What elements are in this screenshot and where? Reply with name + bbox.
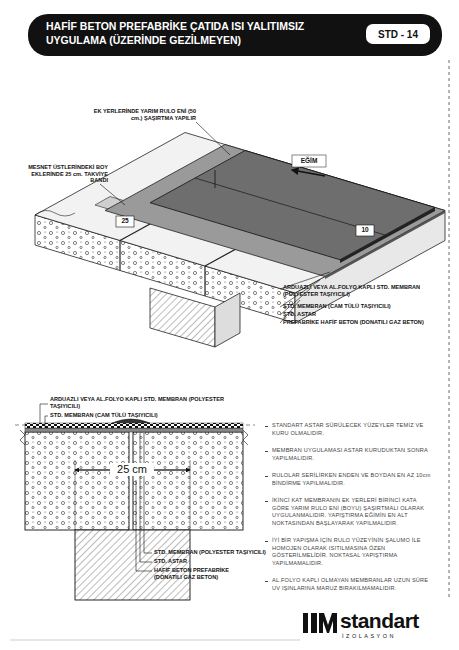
callout-label: EK YERLERİNDE YARIM RULO ENİ (50 cm.) ŞA… <box>88 108 196 121</box>
callout-label: PREFABRİKE HAFİF BETON (DONATILI GAZ BET… <box>283 319 443 326</box>
callout-label: EĞİM <box>293 157 325 165</box>
note-text: STANDART ASTAR SÜRÜLECEK YÜZEYLER TEMİZ … <box>272 422 432 437</box>
callout-label: MESNET ÜSTLERİNDEKİ BOY EKLERİNDE 25 cm.… <box>28 164 108 184</box>
dimension-label: 10 <box>356 226 374 234</box>
logo-text: İZOLASYON <box>342 633 432 640</box>
bullet-dash <box>265 541 268 542</box>
callout-label: STD. MEMBRAN (CAM TÜLÜ TAŞIYICILI) <box>283 303 443 310</box>
note-text: İYİ BİR YAPIŞMA İÇİN RULO YÜZEYİNİN ŞALU… <box>272 537 432 567</box>
callout-label: STD. MEMBRAN (CAM TÜLÜ TAŞIYICILI) <box>50 412 250 419</box>
note-text: İKİNCİ KAT MEMBRANIN EK YERLERİ BİRİNCİ … <box>272 497 432 527</box>
bullet-dash <box>265 426 268 427</box>
note-text: AL.FOLYO KAPLI OLMAYAN MEMBRANLAR UZUN S… <box>272 577 432 592</box>
callout-label: HAFİF BETON PREFABRİKE (DONATILI GAZ BET… <box>154 567 254 580</box>
title-text: HAFİF BETON PREFABRİKE ÇATIDA ISI YALITI… <box>46 20 346 47</box>
bullet-dash <box>265 476 268 477</box>
callout-label: ARDUAZLI VEYA AL.FOLYO KAPLI STD. MEMBRA… <box>283 284 443 297</box>
badge-box: STD - 14 <box>366 24 430 44</box>
callout-label: STD. ASTAR <box>283 311 443 318</box>
bullet-dash <box>265 451 268 452</box>
dimension-label: 25 cm <box>110 463 154 476</box>
callout-label: ARDUAZLI VEYA AL.FOLYO KAPLI STD. MEMBRA… <box>50 396 250 409</box>
badge-text: STD - 14 <box>378 29 418 40</box>
note-text: MEMBRAN UYGULAMASI ASTAR KURUDUKTAN SONR… <box>272 447 432 462</box>
note-text: RULOLAR SERİLİRKEN ENDEN VE BOYDAN EN AZ… <box>272 472 432 487</box>
bullet-dash <box>265 501 268 502</box>
logo-text: standart <box>340 608 440 633</box>
bullet-dash <box>265 581 268 582</box>
dimension-label: 25 <box>116 217 134 225</box>
